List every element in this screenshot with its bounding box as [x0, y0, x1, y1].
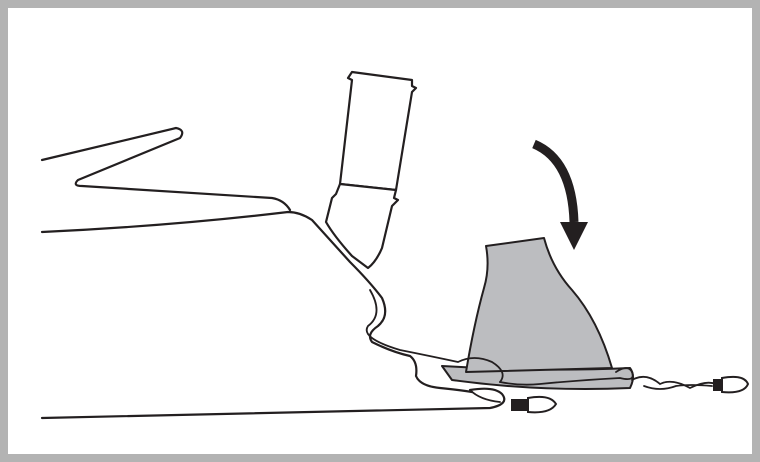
plug-connector-right: [714, 377, 748, 392]
plug-connector-left: [512, 397, 556, 412]
plug-right-head: [722, 377, 748, 392]
plug-right-collar: [714, 380, 722, 390]
plug-left-collar: [512, 400, 528, 410]
